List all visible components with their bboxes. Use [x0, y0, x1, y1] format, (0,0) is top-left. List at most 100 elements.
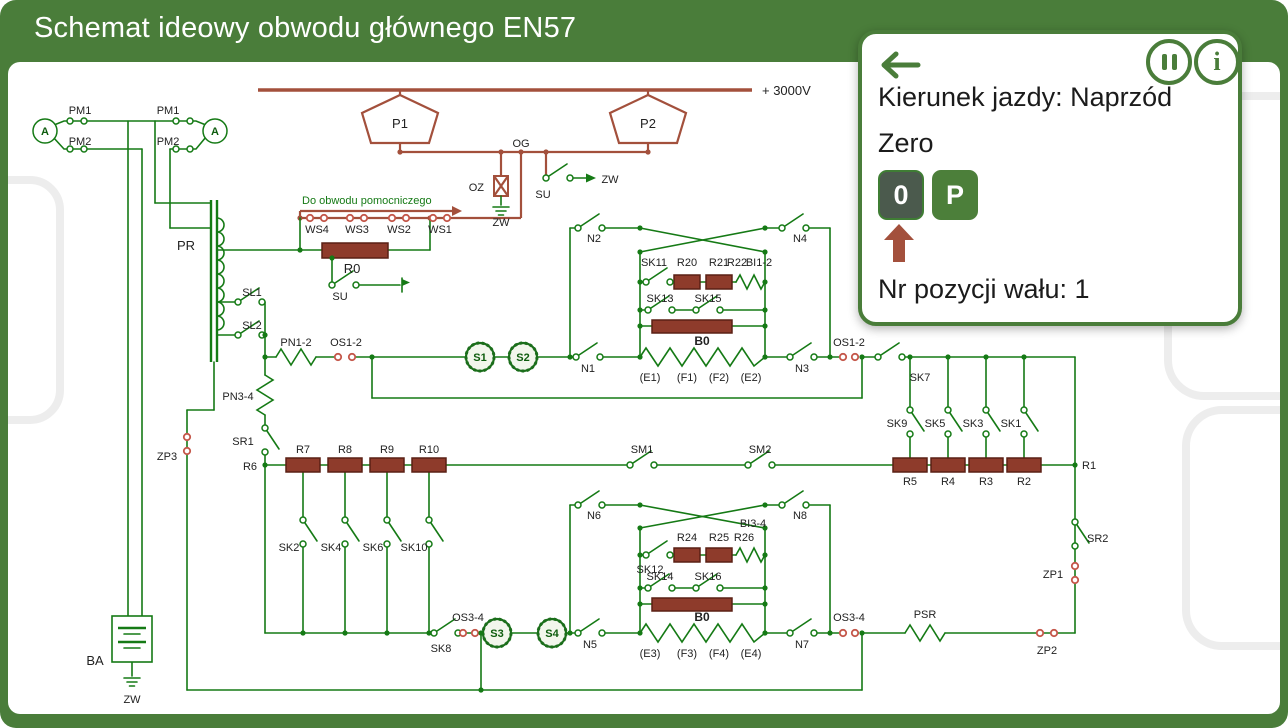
- label-r9: R9: [380, 444, 394, 456]
- switch-sk12: [642, 540, 674, 559]
- switch-n6: [574, 490, 606, 509]
- label-sm2: SM2: [749, 444, 772, 456]
- label-r3: R3: [979, 476, 993, 488]
- info-button[interactable]: i: [1194, 39, 1240, 85]
- page-title: Schemat ideowy obwodu głównego EN57: [34, 12, 577, 44]
- label-r10: R10: [419, 444, 439, 456]
- label-r21: R21: [709, 257, 729, 269]
- label-sr2: SR2: [1087, 533, 1108, 545]
- label-voltage: + 3000V: [762, 83, 811, 98]
- label-sk2: SK2: [279, 542, 300, 554]
- label-n5: N5: [583, 639, 597, 651]
- label-r6: R6: [243, 461, 257, 473]
- resistor-pn12: [275, 348, 317, 366]
- label-ws1: WS1: [428, 224, 452, 236]
- label-n1: N1: [581, 363, 595, 375]
- component-layer: [32, 117, 1090, 663]
- label-s1: S1: [473, 352, 486, 364]
- label-su-zw: ZW: [601, 174, 619, 186]
- resistor-r25: [705, 547, 733, 563]
- resistor-pn34: [256, 374, 274, 416]
- label-f3: (F3): [677, 648, 697, 660]
- switch-sk6: [383, 516, 402, 548]
- junction-layer: [262, 225, 1078, 693]
- switch-sk3: [982, 406, 1001, 438]
- label-r20: R20: [677, 257, 697, 269]
- label-n7: N7: [795, 639, 809, 651]
- resistor-r20: [673, 274, 701, 290]
- label-layer: + 3000V P1 P2 OG OZ ZW SU ZW PM1 PM2 PM1…: [41, 83, 1108, 706]
- label-ba-zw: ZW: [123, 694, 141, 706]
- label-pm2-right: PM2: [157, 136, 180, 148]
- label-su-lower: SU: [332, 291, 347, 303]
- label-sk8: SK8: [431, 643, 452, 655]
- resistor-bar-lower: [651, 597, 733, 612]
- label-n8: N8: [793, 510, 807, 522]
- resistor-r26-bi34: [735, 547, 766, 563]
- switch-sk5: [944, 406, 963, 438]
- label-f1: (F1): [677, 372, 697, 384]
- battery-ba: [111, 615, 153, 663]
- label-zp1: ZP1: [1043, 569, 1063, 581]
- label-zp3: ZP3: [157, 451, 177, 463]
- label-ba: BA: [86, 653, 104, 668]
- label-os34-right: OS3-4: [833, 612, 865, 624]
- ammeter-left: [32, 118, 58, 144]
- label-f4: (F4): [709, 648, 729, 660]
- switch-n4: [778, 213, 810, 232]
- pause-icon: [1161, 54, 1167, 70]
- switch-n3: [786, 342, 818, 361]
- label-sk6: SK6: [363, 542, 384, 554]
- control-panel: i Kierunek jazdy: Naprzód Zero 0 P Nr po…: [858, 30, 1242, 326]
- label-sm1: SM1: [631, 444, 654, 456]
- resistor-r3: [968, 457, 1004, 473]
- label-r25: R25: [709, 532, 729, 544]
- resistor-r2: [1006, 457, 1042, 473]
- resistor-r4: [930, 457, 966, 473]
- label-n6: N6: [587, 510, 601, 522]
- direction-label: Kierunek jazdy: Naprzód: [878, 82, 1173, 112]
- switch-sk4: [341, 516, 360, 548]
- label-sk3: SK3: [963, 418, 984, 430]
- label-su-top: SU: [535, 189, 550, 201]
- pause-button[interactable]: [1146, 39, 1192, 85]
- label-sk9: SK9: [887, 418, 908, 430]
- switch-n2: [574, 213, 606, 232]
- switch-sk7: [874, 342, 906, 361]
- info-icon: i: [1213, 47, 1221, 76]
- switch-sk1: [1020, 406, 1039, 438]
- label-r4: R4: [941, 476, 955, 488]
- label-os12-left: OS1-2: [330, 337, 362, 349]
- ammeter-right: [202, 118, 228, 144]
- back-arrow-icon[interactable]: [876, 50, 922, 80]
- resistor-r22-bi12: [735, 274, 766, 290]
- label-sk12: SK12: [637, 564, 664, 576]
- label-aux: Do obwodu pomocniczego: [302, 195, 432, 207]
- label-sk13: SK13: [647, 293, 674, 305]
- label-oz-zw: ZW: [492, 217, 510, 229]
- schematic-svg: + 3000V P1 P2 OG OZ ZW SU ZW PM1 PM2 PM1…: [8, 83, 1280, 706]
- resistor-r9: [369, 457, 405, 473]
- resistor-r21: [705, 274, 733, 290]
- label-r1: R1: [1082, 460, 1096, 472]
- label-s3: S3: [490, 628, 503, 640]
- position-name-label: Zero: [878, 128, 934, 158]
- label-pm1-right: PM1: [157, 105, 180, 117]
- label-r2: R2: [1017, 476, 1031, 488]
- resistor-r8: [327, 457, 363, 473]
- label-s4: S4: [545, 628, 559, 640]
- label-e2: (E2): [741, 372, 762, 384]
- label-s2: S2: [516, 352, 529, 364]
- label-sk4: SK4: [321, 542, 342, 554]
- resistor-bar-upper: [651, 319, 733, 334]
- label-bi12: BI1-2: [746, 257, 772, 269]
- label-sl1: SL1: [242, 287, 262, 299]
- label-og: OG: [512, 138, 529, 150]
- catenary-layer: [258, 88, 752, 221]
- position-indicator-p: P: [932, 170, 978, 220]
- resistor-r0: [321, 242, 389, 259]
- position-indicator-zero: 0: [878, 170, 924, 220]
- switch-sk2: [299, 516, 318, 548]
- label-r0: R0: [344, 261, 361, 276]
